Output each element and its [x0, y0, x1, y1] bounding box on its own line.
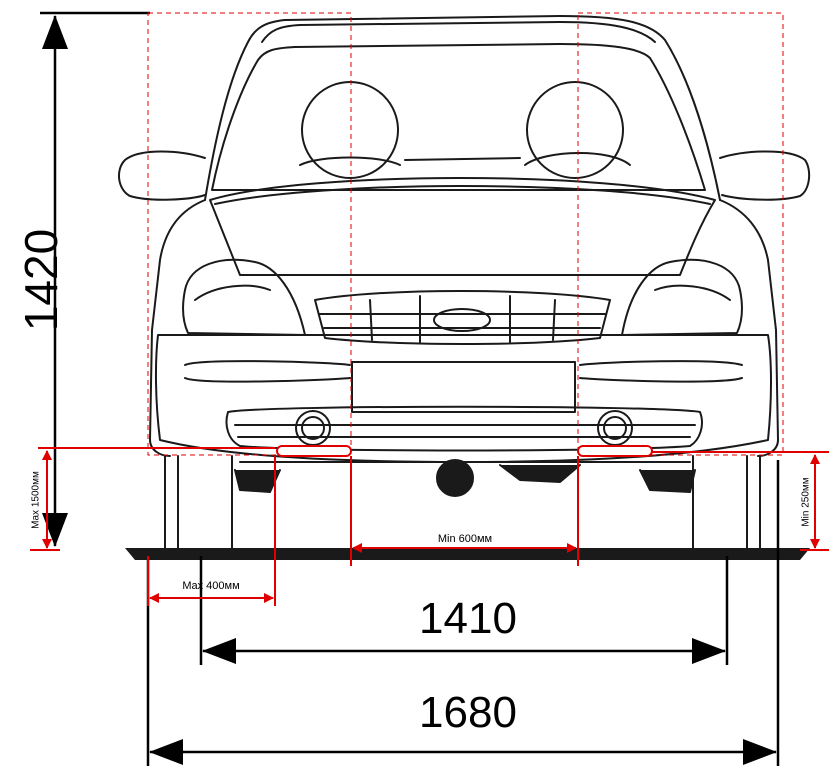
- windshield: [211, 43, 706, 191]
- roof-outline: [204, 15, 721, 201]
- right-mirror: [719, 150, 811, 201]
- lift-guides: [30, 12, 829, 606]
- left-headrest: [301, 81, 399, 179]
- dashed-outline-right: [577, 12, 784, 456]
- right-headlight: [621, 258, 743, 336]
- dimension-lines: [40, 11, 780, 766]
- left-underbody-part: [436, 459, 474, 497]
- ground-line: [125, 548, 810, 560]
- left-lift-pad: [276, 445, 352, 457]
- lift-min-height-label: Min 250мм: [801, 477, 812, 526]
- front-bumper: [154, 334, 772, 463]
- lift-max-height-label: Max 1500мм: [31, 471, 42, 529]
- width-label: 1680: [419, 688, 517, 737]
- track-label: 1410: [419, 594, 517, 643]
- hood: [209, 177, 716, 276]
- left-headlight: [182, 258, 306, 336]
- car-front-view: [118, 15, 811, 551]
- right-wheel: [692, 455, 761, 551]
- lift-offset-label: Max 400мм: [182, 580, 239, 592]
- left-mirror: [118, 150, 206, 201]
- right-headrest: [526, 81, 624, 179]
- licence-plate: [351, 361, 576, 413]
- brand-emblem: [433, 308, 491, 332]
- left-body-side: [149, 199, 206, 457]
- pad-spacing-label: Min 600мм: [438, 533, 492, 545]
- left-wheel: [164, 455, 233, 551]
- height-label: 1420: [15, 229, 67, 331]
- right-body-side: [719, 199, 779, 457]
- dashed-outline-left: [147, 12, 352, 456]
- right-lift-pad: [577, 445, 653, 457]
- lower-intake: [225, 405, 703, 452]
- grille: [314, 290, 611, 345]
